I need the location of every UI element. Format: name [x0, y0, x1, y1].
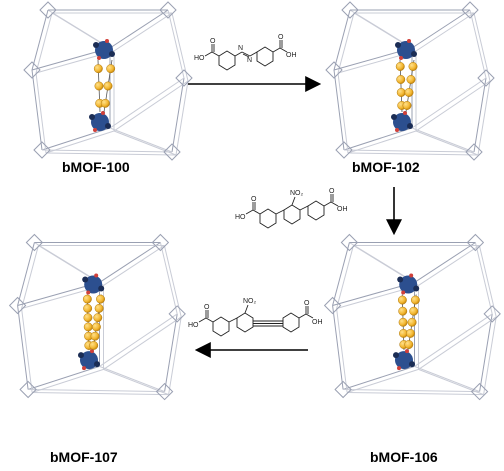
metal-cluster-bottom [393, 349, 415, 371]
linker1-o-right: O [278, 34, 284, 41]
linker-strut [92, 294, 102, 351]
cage-wireframe [325, 1, 495, 161]
linker2-ho: HO [235, 214, 246, 221]
linker-sphere [103, 81, 113, 91]
linker3-o-left: O [204, 304, 210, 311]
linker-sphere [83, 313, 93, 323]
linker-sphere [407, 317, 417, 327]
linker-sphere [404, 340, 414, 349]
linker-sphere [83, 322, 93, 332]
linker1-ho: HO [194, 55, 205, 62]
linker-sphere [90, 331, 100, 341]
cage-wireframe [323, 233, 501, 401]
linker-sphere [406, 75, 416, 84]
linker-sphere [398, 306, 408, 316]
linker3-o-right: O [304, 300, 310, 307]
linker-sphere [396, 75, 406, 84]
linker-sphere [83, 303, 93, 313]
linker1-oh: OH [286, 52, 297, 59]
linker-sphere [397, 295, 407, 305]
linker2-o-left: O [251, 196, 257, 203]
linker1-n-1: N [238, 45, 243, 52]
linker-sphere [398, 317, 408, 327]
label-bmof107: bMOF-107 [50, 449, 118, 465]
label-bmof100: bMOF-100 [62, 159, 130, 175]
linker-nitro-ethynyl-structure [198, 304, 314, 337]
metal-cluster-top [395, 39, 417, 60]
linker-sphere [93, 313, 103, 323]
linker-sphere [396, 88, 406, 97]
linker-sphere [410, 295, 420, 305]
linker-sphere [408, 62, 418, 71]
cage-wireframe [23, 1, 193, 161]
linker1-n-2: N [247, 57, 252, 64]
linker1-o-left: O [210, 38, 216, 45]
linker-sphere [94, 303, 104, 313]
cage-wireframe [8, 233, 186, 401]
linker2-o-right: O [329, 188, 335, 195]
linker-sphere [96, 294, 105, 304]
linker-sphere [395, 62, 405, 71]
linker2-no2: NO₂ [290, 190, 304, 197]
linker3-no2: NO₂ [243, 298, 257, 305]
linker2-oh: OH [337, 206, 348, 213]
linker-nitro-terphenyl-structure [245, 194, 339, 229]
metal-cluster-top [93, 39, 115, 60]
linker-sphere [404, 88, 414, 97]
metal-cluster-top [397, 273, 420, 295]
label-bmof106: bMOF-106 [370, 449, 438, 465]
linker-sphere [91, 322, 101, 332]
linker-sphere [100, 98, 110, 108]
linker3-oh: OH [312, 319, 323, 326]
linker-sphere [406, 328, 415, 338]
metal-cluster-top [82, 273, 105, 295]
framework-cell-bmof102 [325, 1, 495, 161]
linker-sphere [402, 101, 412, 110]
linker-azobenzene-structure [204, 40, 288, 71]
linker-sphere [409, 306, 419, 316]
linker-sphere [89, 341, 99, 350]
linker-sphere [82, 294, 92, 304]
framework-cell-bmof100 [23, 1, 193, 161]
linker-sphere [93, 64, 103, 74]
linker-sphere [106, 64, 116, 74]
linker-sphere [94, 81, 104, 91]
metal-cluster-bottom [78, 349, 100, 371]
linker-strut [86, 294, 90, 351]
metal-cluster-bottom [391, 111, 413, 132]
metal-cluster-bottom [89, 111, 111, 132]
framework-cell-bmof106 [323, 233, 501, 401]
framework-cell-bmof107 [8, 233, 186, 401]
label-bmof102: bMOF-102 [352, 159, 420, 175]
linker3-ho: HO [188, 322, 199, 329]
